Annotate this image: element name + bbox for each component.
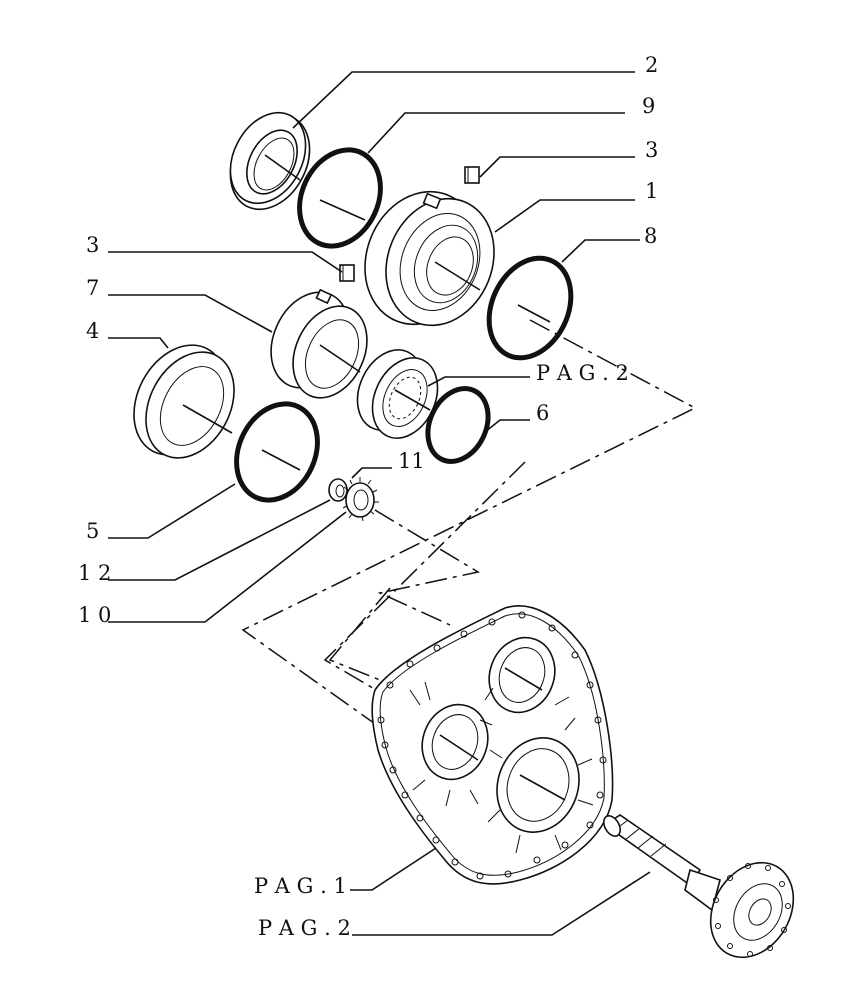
callout-1: 1 [645, 179, 658, 203]
callout-2: 2 [645, 53, 658, 77]
part-10-ringnut [342, 477, 379, 522]
part-1-housing [364, 190, 495, 327]
callout-12: 1 2 [78, 561, 111, 585]
callout-4: 4 [86, 319, 99, 343]
flange-bolt-holes [713, 863, 791, 957]
ref-pag2-bottom: P A G . 2 [258, 916, 351, 940]
output-shaft [603, 814, 795, 959]
callout-5: 5 [86, 519, 99, 543]
part-6-oring [425, 386, 491, 464]
gearbox-cover [371, 605, 614, 885]
callout-9: 9 [642, 94, 655, 118]
callout-3-upper: 3 [645, 138, 658, 162]
callout-10: 1 0 [78, 603, 111, 627]
callout-3-lower: 3 [86, 233, 99, 257]
part-2-seal [229, 111, 311, 211]
callout-labels: 2 9 3 1 3 8 7 4 6 11 5 1 2 1 0 P A G . 2… [78, 53, 658, 940]
callout-11: 11 [398, 449, 425, 473]
leader-lines [108, 71, 651, 936]
part-9-oring [297, 147, 383, 249]
callout-7: 7 [86, 276, 99, 300]
bolt-holes [377, 611, 607, 880]
part-8-oring [486, 255, 574, 361]
ref-pag2-top: P A G . 2 [536, 361, 629, 385]
part-3-key-upper [464, 166, 480, 184]
part-12-lockwasher [328, 478, 348, 502]
part-3-key-lower [339, 264, 355, 282]
part-4-seal [133, 344, 235, 459]
callout-8: 8 [644, 224, 657, 248]
callout-6: 6 [536, 401, 549, 425]
part-5-oring [234, 401, 320, 503]
ref-pag1: P A G . 1 [254, 874, 347, 898]
